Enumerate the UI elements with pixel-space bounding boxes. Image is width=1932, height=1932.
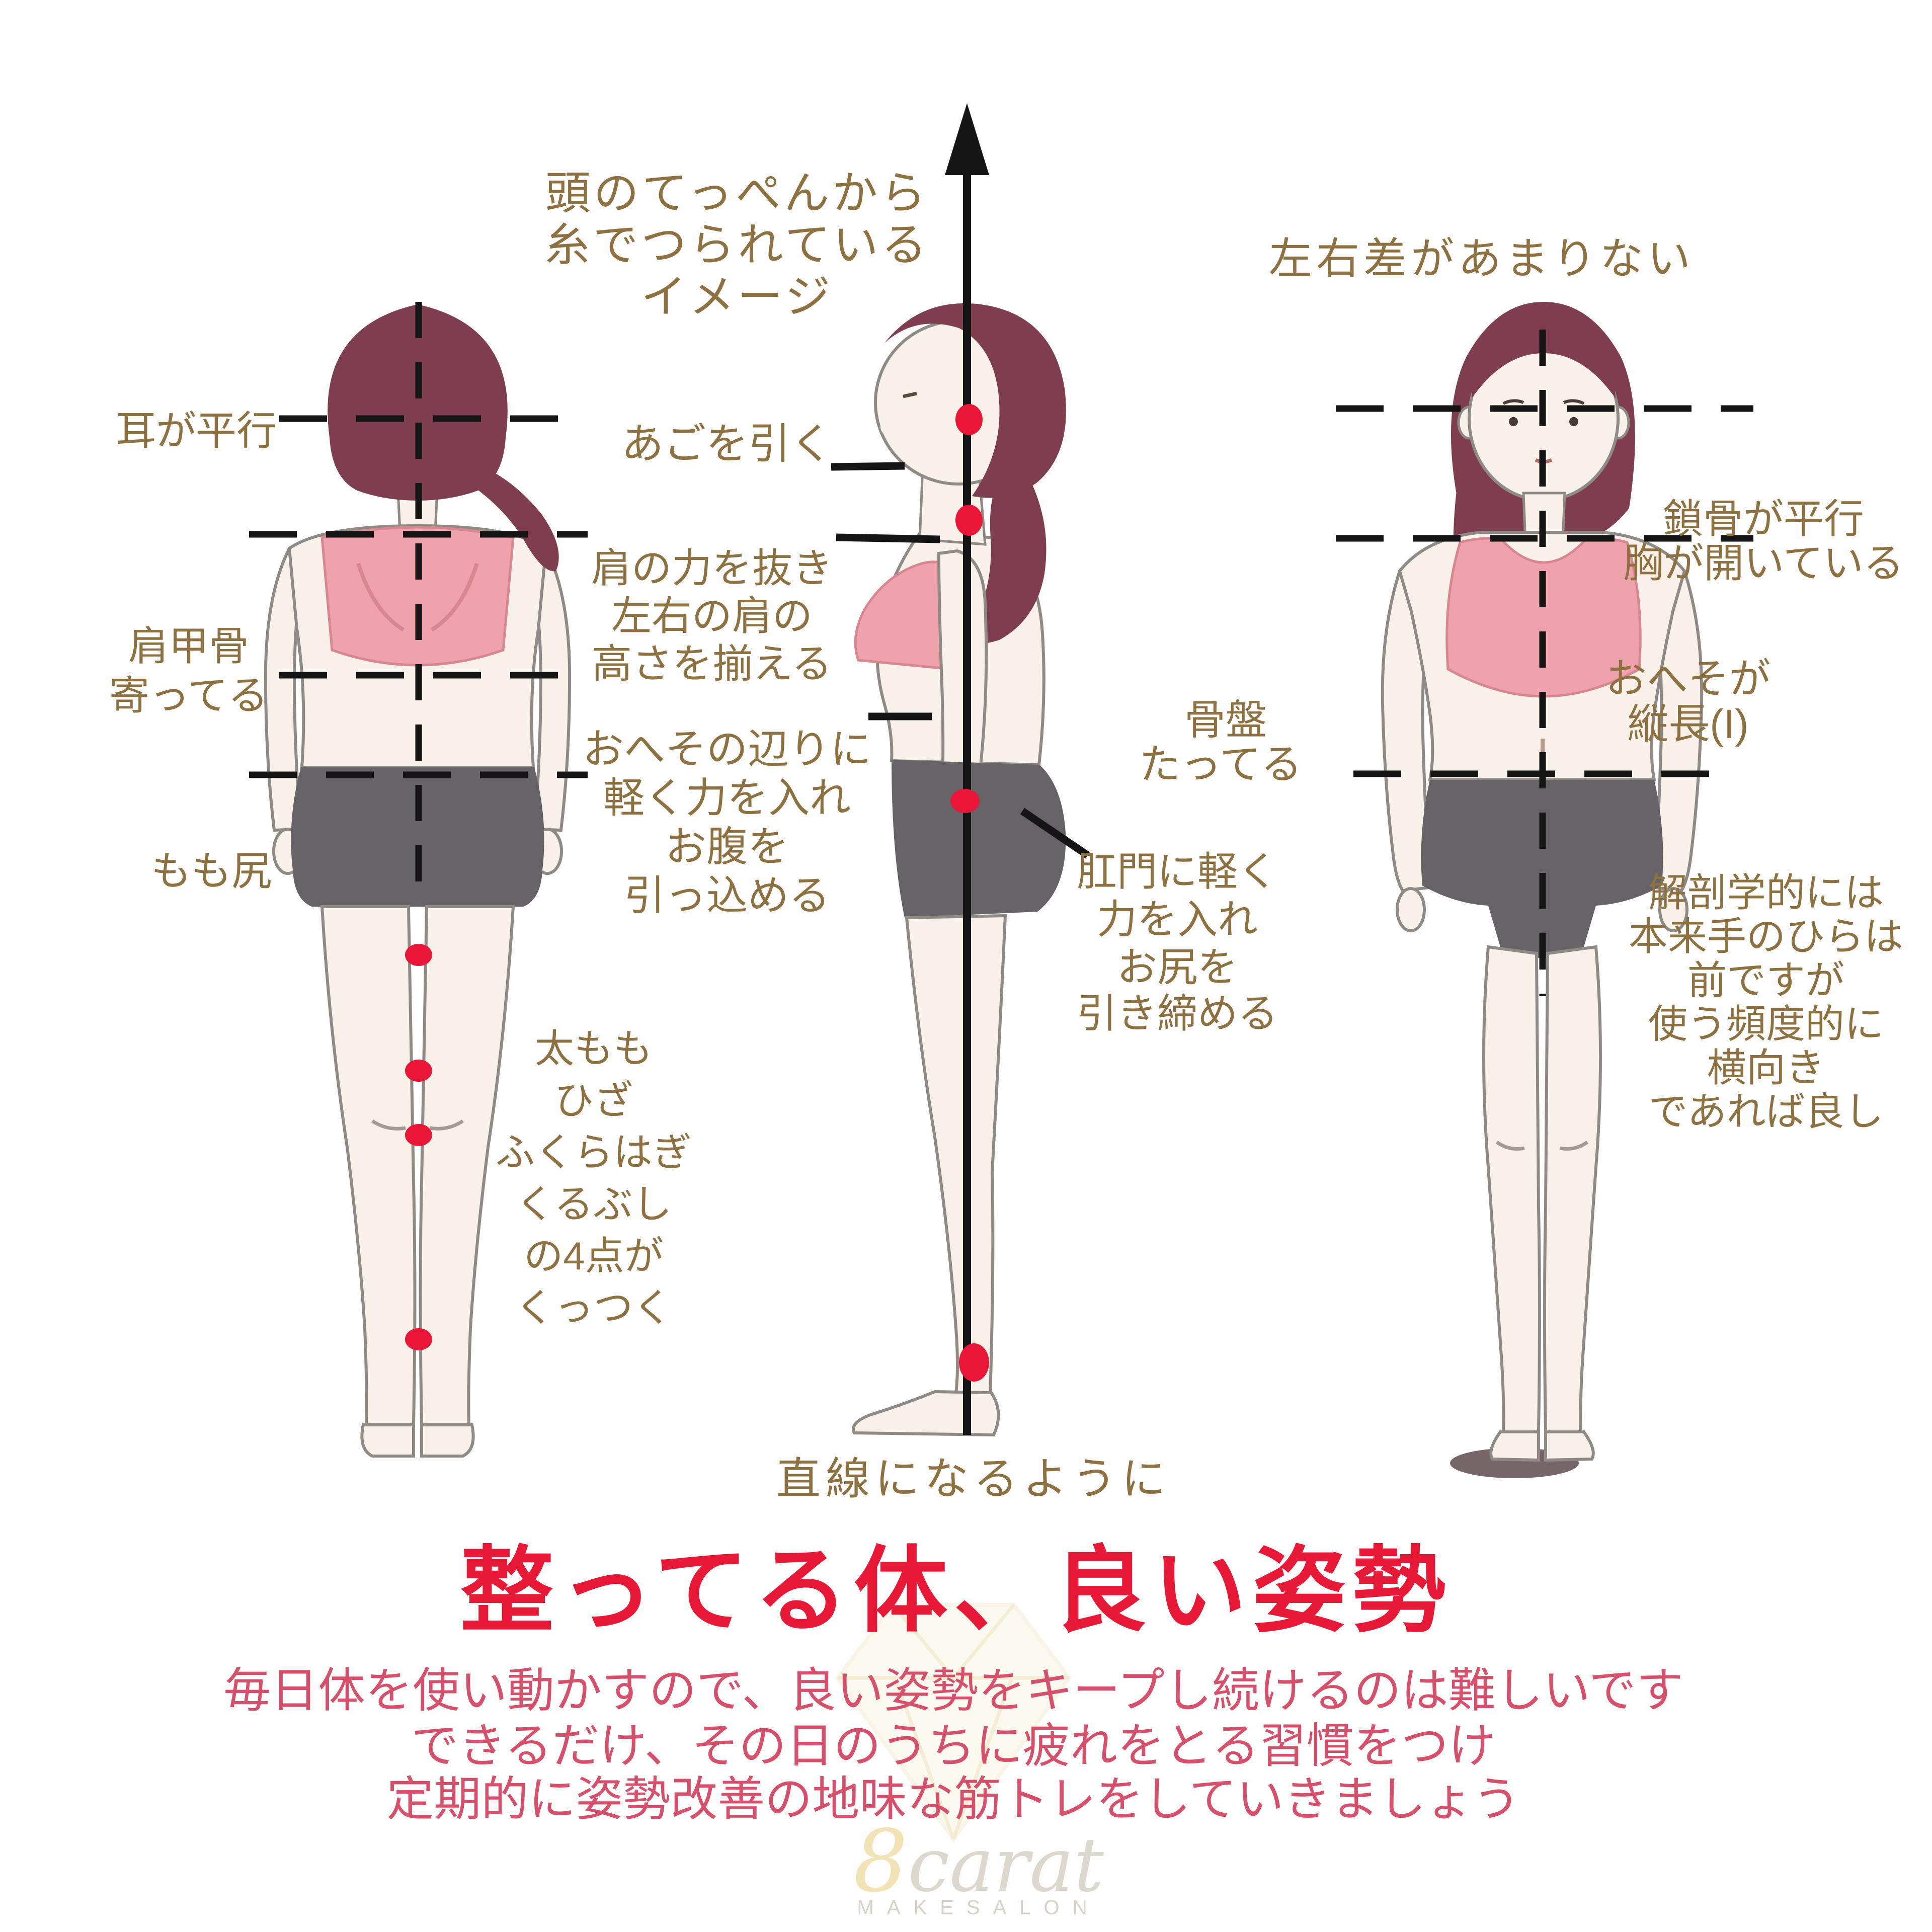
label-pelvis-line2: たってる [1139, 741, 1302, 787]
label-four-points-line4: くるぶし [515, 1182, 672, 1227]
watermark-subtitle: MAKESALON [857, 1896, 1100, 1919]
label-navel-area-line3: お腹を [665, 824, 789, 870]
label-straight-line: 直線になるように [776, 1454, 1171, 1504]
label-palms-line2: 本来手のひらは [1628, 914, 1904, 959]
page-title: 整ってる体、良い姿勢 [460, 1539, 1452, 1643]
figure-side-view [831, 103, 1090, 1437]
label-palms-line6: であれば良し [1648, 1089, 1884, 1134]
label-palms-line3: 前ですが [1687, 958, 1845, 1003]
side-view-callouts [831, 462, 1090, 859]
label-glutes-line4: 引き締める [1077, 991, 1278, 1036]
label-clavicle-line1: 鎖骨が平行 [1663, 497, 1864, 541]
label-four-points-line5: の4点が [524, 1234, 664, 1278]
label-clavicle-line2: 胸が開いている [1623, 541, 1904, 586]
figure-back-view [249, 302, 588, 1458]
label-navel-area-line2: 軽く力を入れ [603, 775, 851, 821]
footer-paragraph-line3: 定期的に姿勢改善の地味な筋トレをしていきましょう [386, 1773, 1520, 1825]
footer-paragraph-line2: できるだけ、その日のうちに疲れをとる習慣をつけ [411, 1719, 1496, 1772]
label-four-points-line2: ひざ [554, 1078, 633, 1123]
footer-paragraph-line1: 毎日体を使い動かすので、良い姿勢をキープし続けるのは難しいです [223, 1664, 1683, 1717]
label-shoulders-line3: 高さを揃える [592, 641, 832, 686]
diamond-watermark-icon [835, 1603, 1072, 1842]
label-ears-parallel: 耳が平行 [116, 409, 277, 453]
label-four-points-line6: くっつく [515, 1285, 673, 1330]
label-scapula-line2: 寄ってる [109, 673, 268, 718]
label-suspended-line3: イメージ [640, 272, 834, 323]
label-palms-line1: 解剖学的には [1648, 870, 1884, 915]
back-view-guides [249, 302, 588, 906]
label-glutes-line2: 力を入れ [1097, 897, 1258, 942]
label-palms-line4: 使う頻度的に [1648, 1002, 1884, 1046]
label-four-points-line3: ふくらはぎ [495, 1130, 692, 1175]
label-navel-vertical-line1: おへそが [1605, 656, 1771, 702]
watermark-brand: 8carat [853, 1812, 1104, 1911]
label-shoulders-line1: 肩の力を抜き [591, 546, 833, 591]
label-navel-area-line1: おへその辺りに [582, 726, 872, 772]
label-navel-area-line4: 引っ込める [623, 872, 831, 919]
label-scapula-line1: 肩甲骨 [128, 624, 249, 669]
label-thigh-hip: もも尻 [151, 849, 272, 894]
label-navel-vertical-line2: 縦長(I) [1627, 701, 1749, 747]
label-suspended-line2: 糸でつられている [544, 220, 930, 271]
label-suspended-line1: 頭のてっぺんから [545, 168, 929, 219]
label-chin-tuck: あごを引く [621, 420, 833, 467]
watermark-brand-word: carat [908, 1822, 1104, 1908]
side-view-red-dots [950, 404, 989, 1382]
label-four-points-line1: 太もも [534, 1026, 653, 1071]
label-shoulders-line2: 左右の肩の [611, 594, 813, 638]
label-glutes-line1: 肛門に軽く [1077, 849, 1278, 894]
figure-front-view [1336, 302, 1753, 1478]
watermark-brand-number: 8 [853, 1812, 908, 1911]
label-symmetry: 左右差があまりない [1269, 234, 1695, 283]
back-view-red-dots [405, 944, 432, 1350]
front-view-guides [1336, 330, 1753, 996]
label-glutes-line3: お尻を [1117, 945, 1238, 990]
label-palms-line5: 横向き [1707, 1045, 1825, 1090]
label-pelvis-line1: 骨盤 [1184, 697, 1267, 743]
